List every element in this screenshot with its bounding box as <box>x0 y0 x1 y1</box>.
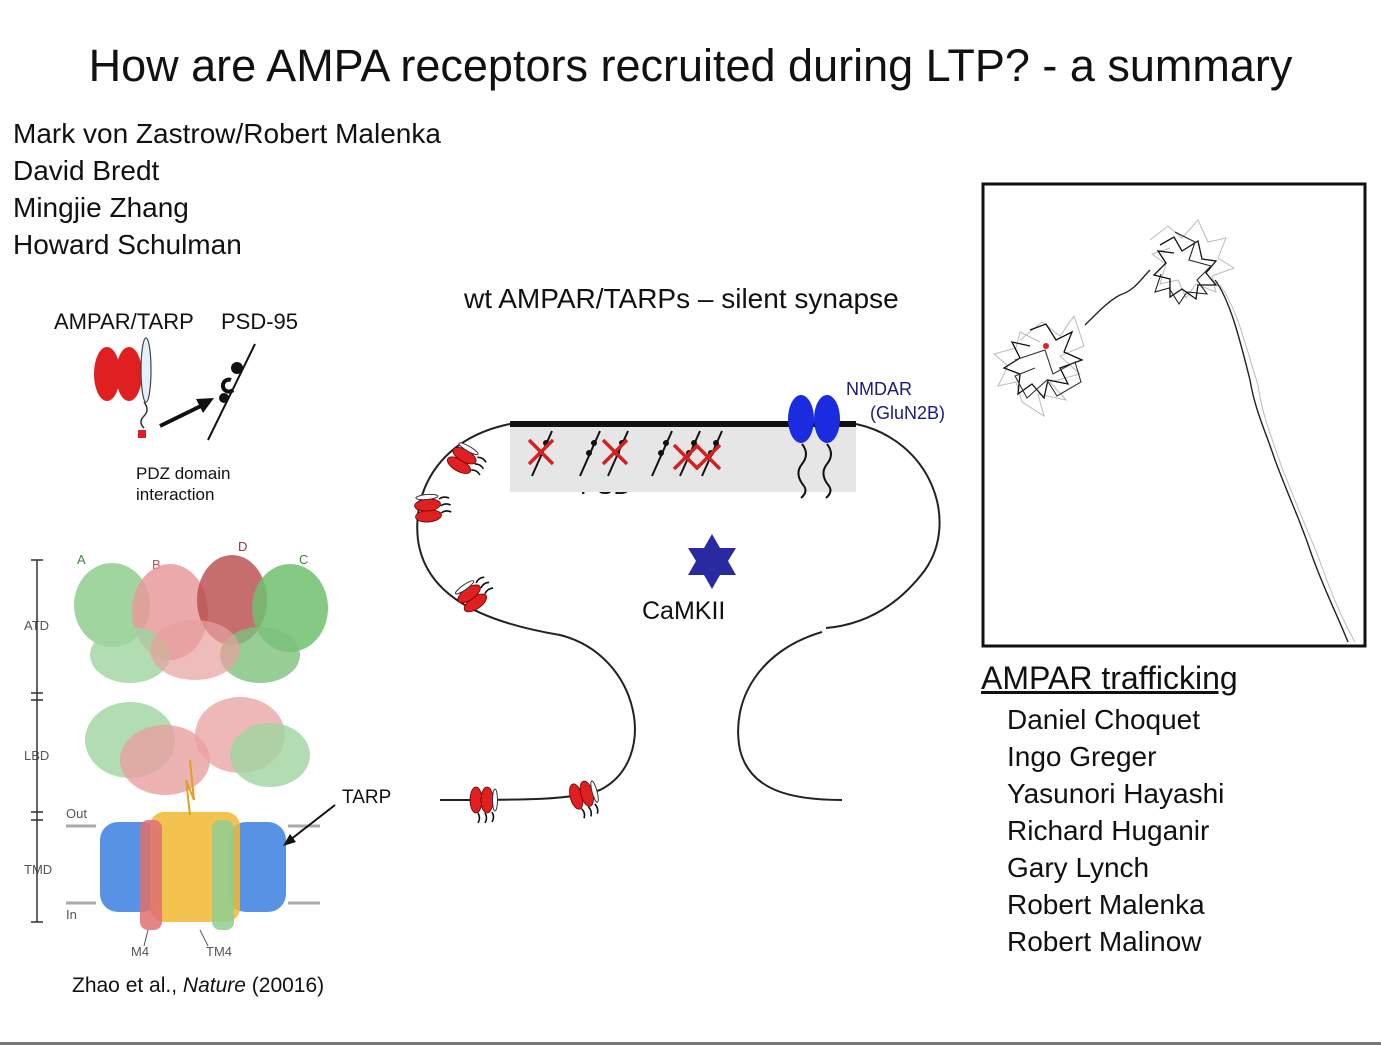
author-name: Yasunori Hayashi <box>1007 778 1225 809</box>
author-name: Robert Malenka <box>1007 889 1205 920</box>
domain-label-tmd: TMD <box>24 862 53 877</box>
camkii-label: CaMKII <box>642 597 726 625</box>
subunit-label: A <box>77 552 86 567</box>
citation-journal: Nature <box>182 974 246 997</box>
ampar-receptor-icon <box>469 786 499 824</box>
author-name: Mark von Zastrow/Robert Malenka <box>13 118 441 149</box>
author-name: Howard Schulman <box>13 229 242 260</box>
helix-label-tm4: TM4 <box>206 944 232 959</box>
nmdar-receptor-icon <box>788 395 840 499</box>
trajectory-start-point <box>1043 343 1049 349</box>
author-name: Richard Huganir <box>1007 815 1210 846</box>
helix-label-m4: M4 <box>131 944 150 959</box>
bottom-border <box>0 1042 1381 1045</box>
subunit-label: C <box>299 552 309 567</box>
subunit-label: B <box>152 557 161 572</box>
trafficking-author-list: Daniel Choquet Ingo Greger Yasunori Haya… <box>1007 701 1224 960</box>
nmdar-subunit-label: (GluN2B) <box>870 403 946 423</box>
citation: Zhao et al., Nature (20016) <box>72 974 324 998</box>
spine-membrane-right-lower <box>737 631 843 801</box>
trafficking-trajectory-panel <box>981 182 1367 648</box>
tarp-pointer-label: TARP <box>342 787 392 808</box>
subunit-label: D <box>238 539 248 554</box>
pdz-binding-arrow-icon <box>159 398 214 428</box>
author-name: David Bredt <box>13 155 160 186</box>
membrane-in-label: In <box>66 907 77 922</box>
ampar-receptor-icon <box>412 491 453 524</box>
psd95-label: PSD-95 <box>221 309 299 334</box>
ampar-receptor-icon <box>451 571 499 617</box>
camkii-star-icon <box>688 534 736 589</box>
membrane-out-label: Out <box>66 806 87 821</box>
ampar-receptor-icon <box>566 777 604 822</box>
synapse-title: wt AMPAR/TARPs – silent synapse <box>464 283 899 314</box>
slide-title: How are AMPA receptors recruited during … <box>88 40 1293 91</box>
author-name: Daniel Choquet <box>1007 704 1201 735</box>
author-name: Mingjie Zhang <box>13 192 189 223</box>
spine-membrane-right-upper <box>825 423 941 629</box>
trafficking-heading: AMPAR trafficking <box>981 660 1238 696</box>
author-name: Gary Lynch <box>1007 852 1150 883</box>
citation-year: (20016) <box>245 974 325 997</box>
psd95-icon <box>207 343 256 441</box>
pdz-interaction-label: PDZ domain interaction <box>136 464 231 504</box>
synapse-diagram <box>412 395 941 824</box>
nmdar-label: NMDAR <box>846 379 912 399</box>
left-author-list: Mark von Zastrow/Robert Malenka David Br… <box>13 115 441 263</box>
ampar-tarp-icon <box>94 337 152 438</box>
ampar-structure-illustration <box>31 555 336 947</box>
citation-authors: Zhao et al., <box>72 974 183 997</box>
ampar-receptor-icon <box>443 439 491 483</box>
author-name: Ingo Greger <box>1007 741 1157 772</box>
ampar-tarp-label: AMPAR/TARP <box>54 309 194 334</box>
author-name: Robert Malinow <box>1007 926 1202 957</box>
